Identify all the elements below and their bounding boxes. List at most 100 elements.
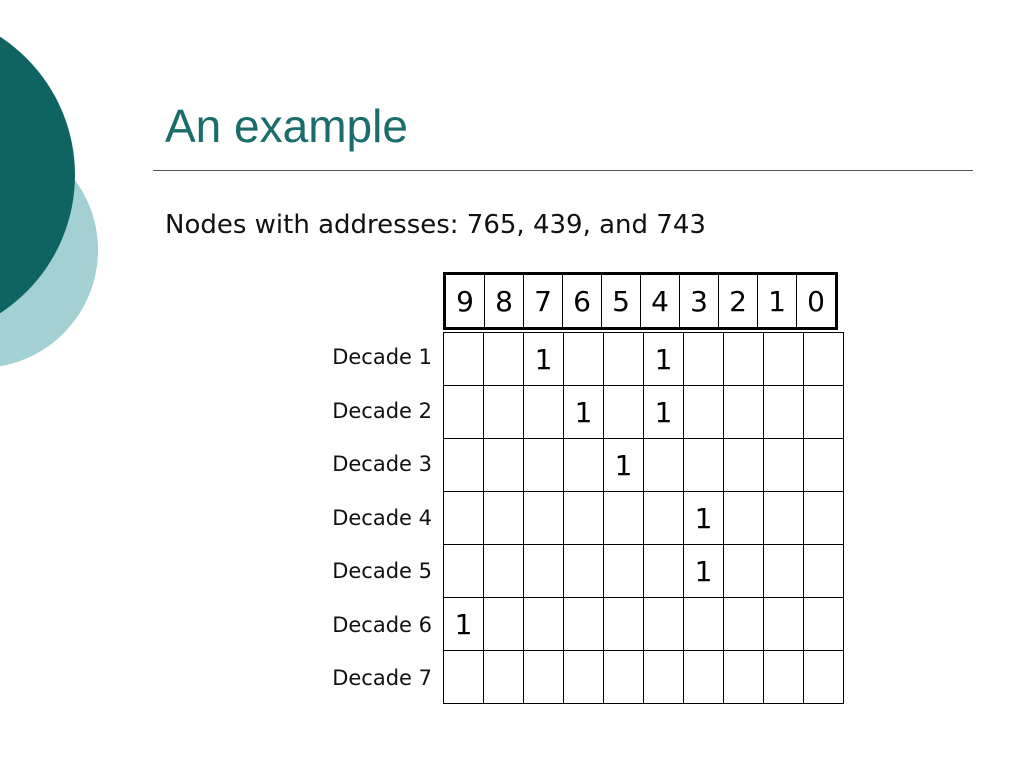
grid-cell (643, 650, 684, 704)
grid-cell: 1 (603, 438, 644, 492)
grid-cell (443, 491, 484, 545)
grid-cell (763, 544, 804, 598)
row-label: Decade 1 (332, 345, 432, 369)
row-label: Decade 6 (332, 612, 432, 637)
decade-grid-table: 1 1 1 1 (443, 332, 844, 704)
grid-cell (523, 544, 564, 598)
grid-cell (443, 544, 484, 598)
grid-cell (563, 332, 604, 386)
grid-cell (563, 544, 604, 598)
dark-teal-circle (0, 36, 75, 314)
grid-cell (683, 332, 724, 386)
grid-cell (763, 332, 804, 386)
grid-cell (603, 385, 644, 439)
slide-title: An example (165, 100, 408, 152)
column-header-cell: 5 (601, 273, 641, 329)
column-header-row: 9 8 7 6 5 4 3 2 1 0 (444, 273, 837, 329)
grid-cell (523, 650, 564, 704)
column-header-cell: 8 (484, 273, 524, 329)
grid-cell (723, 491, 764, 545)
row-label: Decade 2 (332, 398, 432, 423)
grid-cell (643, 544, 684, 598)
table-row: 1 1 (443, 332, 844, 386)
grid-cell (483, 491, 524, 545)
row-label: Decade 3 (332, 452, 432, 476)
decorative-circles (0, 36, 98, 367)
grid-cell (763, 385, 804, 439)
grid-cell: 1 (643, 385, 684, 439)
column-header-cell: 9 (444, 273, 485, 329)
grid-cell (483, 650, 524, 704)
grid-cell (563, 438, 604, 492)
grid-cell (803, 438, 844, 492)
grid-cell (483, 438, 524, 492)
grid-cell (563, 650, 604, 704)
grid-cell (643, 438, 684, 492)
grid-cell (723, 438, 764, 492)
grid-cell (683, 385, 724, 439)
grid-cell (443, 650, 484, 704)
table-row: 1 (443, 491, 844, 545)
grid-cell (803, 544, 844, 598)
grid-cell (723, 332, 764, 386)
grid-cell (683, 597, 724, 651)
grid-cell (603, 650, 644, 704)
grid-cell (763, 491, 804, 545)
grid-cell (643, 491, 684, 545)
table-row: 1 (443, 597, 844, 651)
table-row: 1 (443, 544, 844, 598)
table-row (443, 650, 844, 704)
grid-cell (763, 438, 804, 492)
grid-cell: 1 (443, 597, 484, 651)
grid-cell (523, 491, 564, 545)
column-header-cell: 1 (757, 273, 797, 329)
grid-cell (683, 438, 724, 492)
grid-cell (523, 438, 564, 492)
grid-cell (723, 650, 764, 704)
grid-cell (563, 597, 604, 651)
column-header-cell: 4 (640, 273, 680, 329)
grid-cell (563, 491, 604, 545)
grid-cell: 1 (563, 385, 604, 439)
grid-cell (523, 597, 564, 651)
grid-cell (763, 650, 804, 704)
title-divider (153, 170, 973, 171)
column-header-cell: 3 (679, 273, 719, 329)
table-row: 1 1 (443, 385, 844, 439)
grid-cell (803, 385, 844, 439)
grid-cell (483, 544, 524, 598)
column-header-cell: 7 (523, 273, 563, 329)
grid-cell (803, 491, 844, 545)
row-labels: Decade 1 Decade 2 Decade 3 Decade 4 Deca… (300, 332, 432, 707)
grid-cell (483, 332, 524, 386)
grid-cell (683, 650, 724, 704)
grid-cell (603, 597, 644, 651)
column-header-cell: 6 (562, 273, 602, 329)
grid-cell (763, 597, 804, 651)
grid-cell (643, 597, 684, 651)
row-label: Decade 7 (332, 666, 432, 690)
column-header-cell: 0 (796, 273, 837, 329)
grid-cell: 1 (683, 491, 724, 545)
grid-cell (603, 544, 644, 598)
slide-subtitle: Nodes with addresses: 765, 439, and 743 (165, 210, 706, 240)
grid-cell (443, 332, 484, 386)
grid-cell (523, 385, 564, 439)
grid-cell (803, 597, 844, 651)
column-header-cell: 2 (718, 273, 758, 329)
grid-cell (723, 544, 764, 598)
grid-cell (723, 385, 764, 439)
row-label: Decade 5 (332, 559, 432, 583)
grid-cell: 1 (683, 544, 724, 598)
grid-cell (603, 332, 644, 386)
grid-cell: 1 (643, 332, 684, 386)
grid-cell: 1 (523, 332, 564, 386)
row-label: Decade 4 (332, 505, 432, 530)
grid-cell (803, 650, 844, 704)
grid-cell (603, 491, 644, 545)
grid-cell (483, 597, 524, 651)
column-header-table: 9 8 7 6 5 4 3 2 1 0 (443, 272, 838, 330)
grid-cell (443, 385, 484, 439)
table-row: 1 (443, 438, 844, 492)
